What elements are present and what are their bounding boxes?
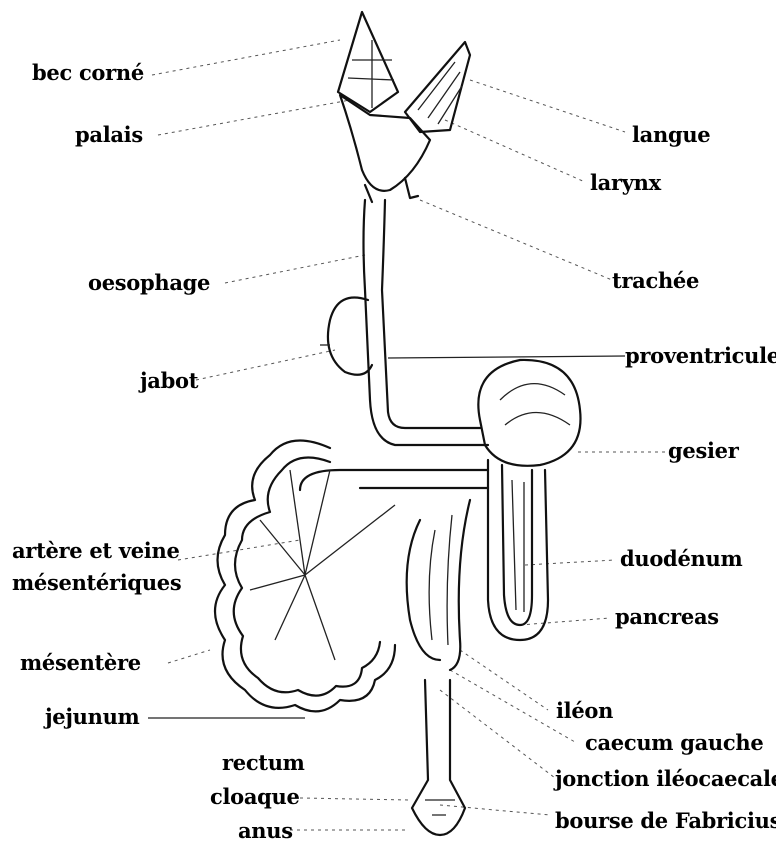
label-artere-veine-2: mésentériques	[12, 572, 181, 593]
label-langue: langue	[632, 124, 710, 145]
label-cloaque: cloaque	[210, 786, 300, 807]
gizzard-shape	[478, 360, 580, 466]
label-gesier: gesier	[668, 440, 738, 461]
oesophagus-shape	[364, 200, 489, 445]
label-artere-veine-1: artère et veine	[12, 540, 180, 561]
label-larynx: larynx	[590, 172, 661, 193]
label-anus: anus	[238, 820, 293, 841]
label-proventricule: proventricule	[625, 345, 776, 366]
label-duodenum: duodénum	[620, 548, 742, 569]
duodenum-shape	[488, 460, 548, 640]
label-bec-corne: bec corné	[32, 62, 144, 83]
label-bourse: bourse de Fabricius	[555, 810, 776, 831]
crop-shape	[320, 298, 372, 375]
beak-shape	[338, 12, 398, 112]
label-mesentere: mésentère	[20, 652, 141, 673]
label-jonction: jonction iléocaecale	[555, 768, 776, 789]
label-palais: palais	[75, 124, 143, 145]
head-shape	[340, 95, 430, 202]
label-ileon: iléon	[556, 700, 613, 721]
label-oesophage: oesophage	[88, 272, 210, 293]
label-caecum-gauche: caecum gauche	[585, 732, 763, 753]
label-jejunum: jejunum	[45, 706, 139, 727]
caecum-shape	[407, 500, 470, 670]
label-pancreas: pancreas	[615, 606, 719, 627]
jejunum-shape	[215, 440, 395, 711]
tongue-shape	[405, 42, 470, 132]
label-trachee: trachée	[612, 270, 699, 291]
label-jabot: jabot	[140, 370, 198, 391]
label-rectum: rectum	[222, 752, 305, 773]
